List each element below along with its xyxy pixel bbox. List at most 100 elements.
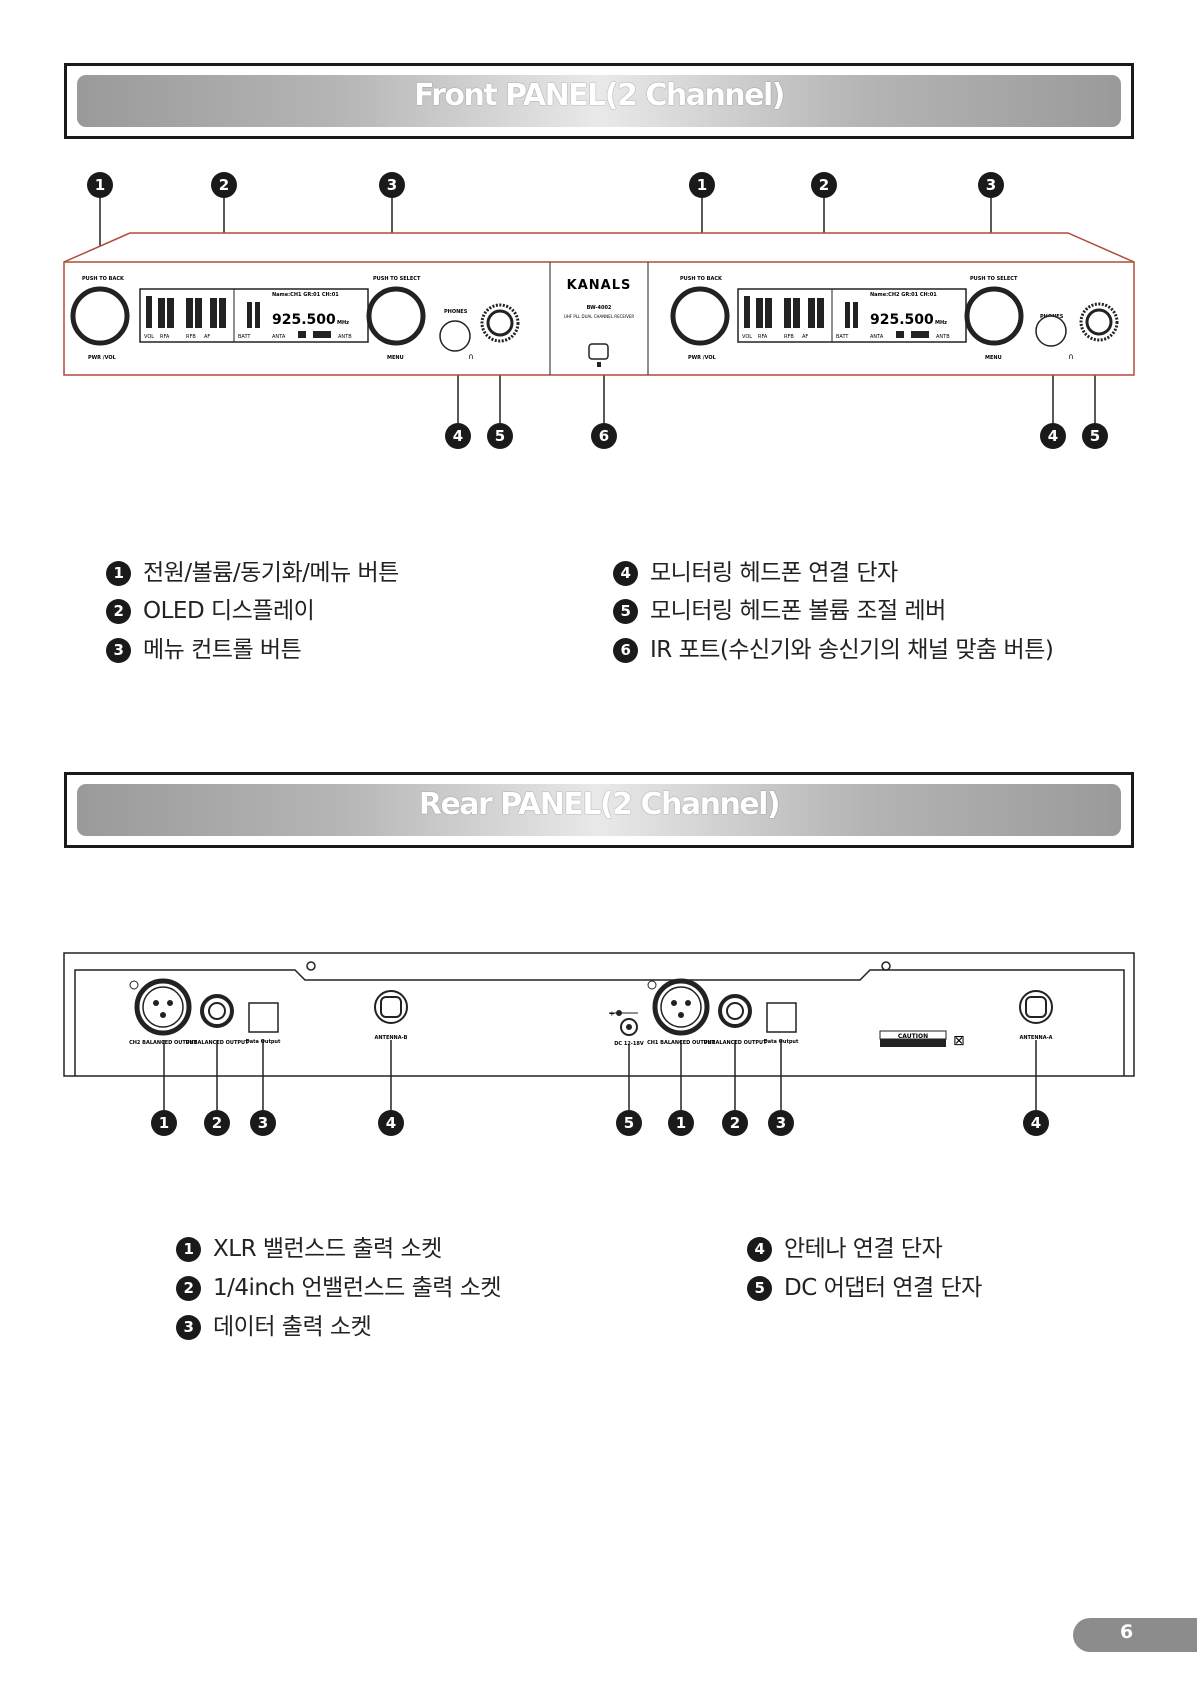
svg-text:PUSH TO BACK: PUSH TO BACK <box>680 276 723 282</box>
svg-text:ANTENNA-A: ANTENNA-A <box>1019 1035 1052 1041</box>
svg-text:PUSH TO SELECT: PUSH TO SELECT <box>373 276 421 282</box>
svg-text:925.500: 925.500 <box>870 312 934 328</box>
front-callout: 1 <box>87 172 113 198</box>
left-power-volume-knob[interactable] <box>70 286 130 346</box>
svg-text:PUSH TO SELECT: PUSH TO SELECT <box>970 276 1018 282</box>
rear-callout: 4 <box>1023 1110 1049 1136</box>
front-callout: 5 <box>487 423 513 449</box>
antenna-b-connector <box>374 990 408 1024</box>
svg-text:RFB: RFB <box>186 334 196 340</box>
brand-logo: KANALS <box>567 278 632 293</box>
front-callout: 5 <box>1082 423 1108 449</box>
svg-text:MENU: MENU <box>985 355 1002 361</box>
front-panel-title: Front PANEL(2 Channel) <box>414 78 786 113</box>
svg-text:ANTB: ANTB <box>338 334 352 340</box>
rear-callout: 5 <box>616 1110 642 1136</box>
svg-text:AF: AF <box>204 334 210 340</box>
svg-text:VOL: VOL <box>742 334 752 340</box>
front-callout: 2 <box>811 172 837 198</box>
svg-text:ANTA: ANTA <box>272 334 286 340</box>
svg-text:Name:CH1 GR:01 CH:01: Name:CH1 GR:01 CH:01 <box>272 292 339 298</box>
rear-panel-title: Rear PANEL(2 Channel) <box>418 787 781 822</box>
svg-text:UNBALANCED OUTPUT: UNBALANCED OUTPUT <box>186 1040 250 1046</box>
svg-text:PWR /VOL: PWR /VOL <box>88 355 117 361</box>
svg-text:UNBALANCED OUTPUT: UNBALANCED OUTPUT <box>704 1040 768 1046</box>
rear-callout: 1 <box>668 1110 694 1136</box>
rear-callout: 4 <box>378 1110 404 1136</box>
front-callout: 4 <box>1040 423 1066 449</box>
front-panel-diagram: PUSH TO BACK PWR /VOL VOL RFA RFB AF BAT… <box>63 185 1135 430</box>
svg-text:AF: AF <box>802 334 808 340</box>
front-callout: 4 <box>445 423 471 449</box>
svg-text:PUSH TO BACK: PUSH TO BACK <box>82 276 125 282</box>
right-power-volume-knob[interactable] <box>670 286 730 346</box>
svg-text:CAUTION: CAUTION <box>898 1033 928 1040</box>
ch1-unbalanced-output <box>718 994 752 1028</box>
page-number: 6 <box>1120 1621 1134 1643</box>
right-oled-display: VOL RFA RFB AF BATT Name:CH2 GR:01 CH:01… <box>737 288 967 343</box>
svg-text:+: + <box>609 1010 615 1018</box>
rear-callout: 1 <box>151 1110 177 1136</box>
svg-text:MHz: MHz <box>337 320 349 326</box>
svg-text:Name:CH2 GR:01 CH:01: Name:CH2 GR:01 CH:01 <box>870 292 937 298</box>
svg-text:Data Output: Data Output <box>764 1039 799 1045</box>
front-callout: 2 <box>211 172 237 198</box>
svg-text:∩: ∩ <box>1068 352 1074 361</box>
rear-callout: 2 <box>204 1110 230 1136</box>
weee-icon: ⊠ <box>953 1033 965 1049</box>
antenna-a-connector <box>1019 990 1053 1024</box>
svg-text:CH2 BALANCED OUTPUT: CH2 BALANCED OUTPUT <box>129 1040 197 1046</box>
right-phones-volume-knob[interactable] <box>1079 302 1119 342</box>
left-phones-volume-knob[interactable] <box>480 303 520 343</box>
right-menu-select-knob[interactable] <box>964 286 1024 346</box>
svg-text:ANTA: ANTA <box>870 334 884 340</box>
front-callout: 3 <box>978 172 1004 198</box>
ch2-xlr-output <box>129 978 192 1036</box>
svg-text:RFB: RFB <box>784 334 794 340</box>
ch1-data-output <box>766 1002 797 1033</box>
svg-text:BW-4002: BW-4002 <box>587 305 612 311</box>
svg-text:MHz: MHz <box>935 320 947 326</box>
front-callout: 1 <box>689 172 715 198</box>
svg-text:PWR /VOL: PWR /VOL <box>688 355 717 361</box>
front-panel-header: Front PANEL(2 Channel) <box>64 63 1134 139</box>
rear-callout: 3 <box>768 1110 794 1136</box>
ch2-unbalanced-output <box>200 994 234 1028</box>
svg-text:∩: ∩ <box>468 352 474 361</box>
svg-text:925.500: 925.500 <box>272 312 336 328</box>
left-headphone-jack[interactable] <box>439 320 471 352</box>
rear-panel-diagram: CH2 BALANCED OUTPUT UNBALANCED OUTPUT Da… <box>63 952 1135 1110</box>
caution-label: CAUTION <box>879 1030 947 1047</box>
rear-panel-header-bar <box>77 784 1121 836</box>
svg-text:RFA: RFA <box>160 334 170 340</box>
rear-callout: 2 <box>722 1110 748 1136</box>
page-number-tab <box>1073 1618 1197 1652</box>
svg-text:DC 12-18V: DC 12-18V <box>614 1041 644 1047</box>
front-panel-header-bar <box>77 75 1121 127</box>
left-menu-select-knob[interactable] <box>366 286 426 346</box>
rear-callout: 3 <box>250 1110 276 1136</box>
ch1-xlr-output <box>647 978 710 1036</box>
left-oled-display: VOL RFA RFB AF BATT Name:CH1 GR:01 CH:01… <box>139 288 369 343</box>
svg-text:Data Output: Data Output <box>246 1039 281 1045</box>
front-callout: 3 <box>379 172 405 198</box>
svg-text:PHONES: PHONES <box>444 309 468 315</box>
svg-text:RFA: RFA <box>758 334 768 340</box>
svg-text:VOL: VOL <box>144 334 154 340</box>
right-headphone-jack[interactable] <box>1035 315 1067 347</box>
svg-text:ANTB: ANTB <box>936 334 950 340</box>
rear-panel-header: Rear PANEL(2 Channel) <box>64 772 1134 848</box>
svg-text:MENU: MENU <box>387 355 404 361</box>
dc-input-jack <box>620 1018 638 1036</box>
svg-text:ANTENNA-B: ANTENNA-B <box>374 1035 407 1041</box>
